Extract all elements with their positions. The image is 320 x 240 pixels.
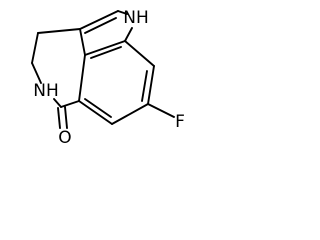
bond-c4-c3a <box>78 54 86 102</box>
bond-c7-c6-inner <box>141 70 148 102</box>
bond-c-o-double-1 <box>57 107 61 129</box>
bond-c5-c4-inner <box>84 98 112 118</box>
atom-label-nh-indole: NH <box>123 8 149 28</box>
bond-c2-n1 <box>117 10 128 15</box>
bond-c6-c5 <box>111 103 149 125</box>
bond-c3a-c7a-inner <box>90 46 122 59</box>
bond-c2-c3-double-inner <box>84 17 117 34</box>
bond-c7a-c7 <box>124 40 155 67</box>
bond-c3-ch2 <box>37 28 81 34</box>
bond-c-o-double-2 <box>64 106 68 129</box>
bond-c5-c4 <box>78 100 113 125</box>
bond-c6-f <box>147 103 175 118</box>
atom-label-fluorine: F <box>175 112 185 132</box>
bond-c2-c3-double-outer <box>79 10 119 30</box>
bond-c7-c6 <box>147 65 155 105</box>
bond-ch2-nh <box>31 62 42 84</box>
chemical-structure-diagram: NH NH O F <box>31 8 185 148</box>
bond-ch2-ch2 <box>31 32 39 64</box>
bond-nh-co <box>53 98 62 108</box>
bond-c3a-c7a <box>84 40 126 56</box>
atom-label-nh-amide: NH <box>33 81 59 101</box>
bond-n1-c7a <box>124 27 133 42</box>
bond-co-c4 <box>60 100 80 108</box>
bond-c3-c3a <box>79 28 86 56</box>
atom-label-oxygen: O <box>58 128 71 148</box>
